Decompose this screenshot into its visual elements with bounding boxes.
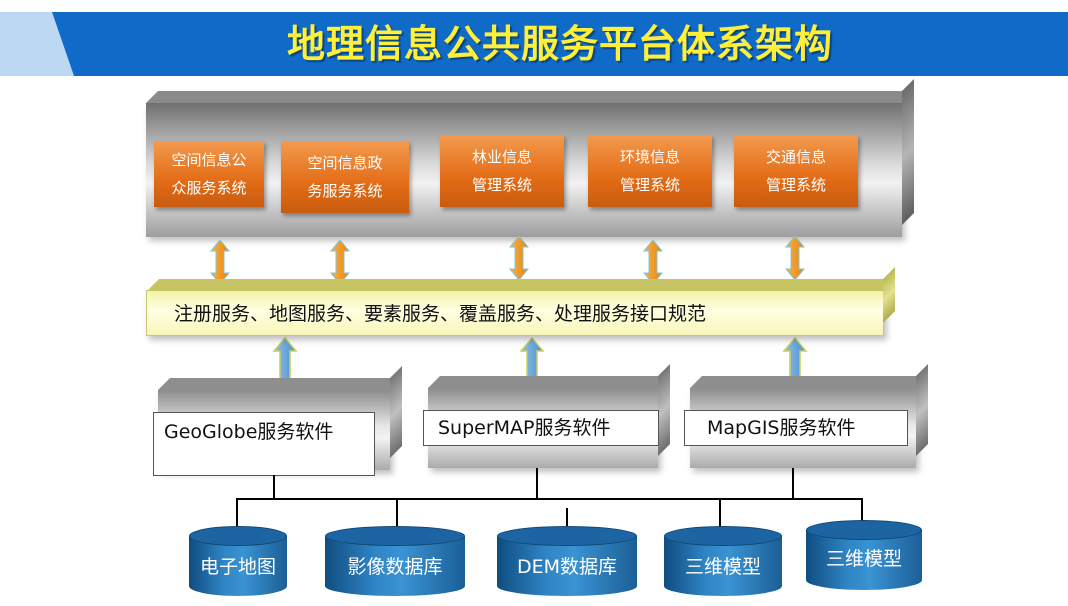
- interface-standard-label: 注册服务、地图服务、要素服务、覆盖服务、处理服务接口规范: [174, 303, 707, 325]
- app-box-line: 林业信息: [471, 148, 532, 166]
- connector-line: [236, 498, 863, 500]
- database-imagery[interactable]: 影像数据库: [325, 526, 465, 596]
- app-box-environment-management[interactable]: 环境信息管理系统: [588, 135, 712, 207]
- double-arrow-2: [329, 239, 351, 285]
- double-arrow-4: [642, 239, 664, 285]
- app-box-line: 管理系统: [471, 176, 532, 194]
- connector-line: [792, 468, 794, 499]
- app-box-traffic-management[interactable]: 交通信息管理系统: [734, 135, 858, 207]
- app-box-government-service[interactable]: 空间信息政务服务系统: [281, 141, 409, 213]
- interface-standard-bar: [146, 267, 895, 336]
- app-box-public-service[interactable]: 空间信息公众服务系统: [154, 141, 264, 207]
- database-label: 电子地图: [199, 556, 276, 578]
- double-arrow-1: [209, 239, 231, 285]
- app-box-line: 管理系统: [765, 176, 826, 194]
- connector-line: [861, 498, 863, 522]
- app-box-line: 空间信息公: [171, 151, 247, 169]
- database-dem[interactable]: DEM数据库: [497, 526, 637, 596]
- connector-line: [566, 508, 568, 528]
- connector-line: [719, 498, 721, 528]
- app-box-line: 务服务系统: [307, 182, 383, 200]
- app-box-line: 交通信息: [765, 148, 826, 166]
- double-arrow-5: [784, 235, 806, 281]
- connector-line: [273, 475, 275, 499]
- app-box-line: 管理系统: [619, 176, 680, 194]
- gis-label-mapgis[interactable]: MapGIS服务软件: [684, 410, 908, 446]
- gis-label-supermap[interactable]: SuperMAP服务软件: [423, 410, 659, 446]
- database-label: 影像数据库: [347, 556, 443, 578]
- connector-line: [536, 468, 538, 499]
- app-box-line: 空间信息政: [307, 154, 383, 172]
- database-3d-model-1[interactable]: 三维模型: [664, 526, 782, 596]
- double-arrow-3: [508, 235, 530, 281]
- database-label: 三维模型: [825, 548, 902, 570]
- connector-line: [396, 498, 398, 528]
- app-box-line: 众服务系统: [171, 179, 247, 197]
- page-title: 地理信息公共服务平台体系架构: [286, 22, 833, 66]
- database-electronic-map[interactable]: 电子地图: [189, 526, 287, 596]
- connector-line: [236, 498, 238, 528]
- gis-label-geoglobe[interactable]: GeoGlobe服务软件: [153, 412, 375, 476]
- database-3d-model-2[interactable]: 三维模型: [806, 520, 922, 590]
- app-box-forestry-management[interactable]: 林业信息管理系统: [440, 135, 564, 207]
- database-label: 三维模型: [684, 556, 761, 578]
- title-bar: [52, 12, 1068, 76]
- app-box-line: 环境信息: [619, 148, 680, 166]
- database-label: DEM数据库: [516, 556, 618, 578]
